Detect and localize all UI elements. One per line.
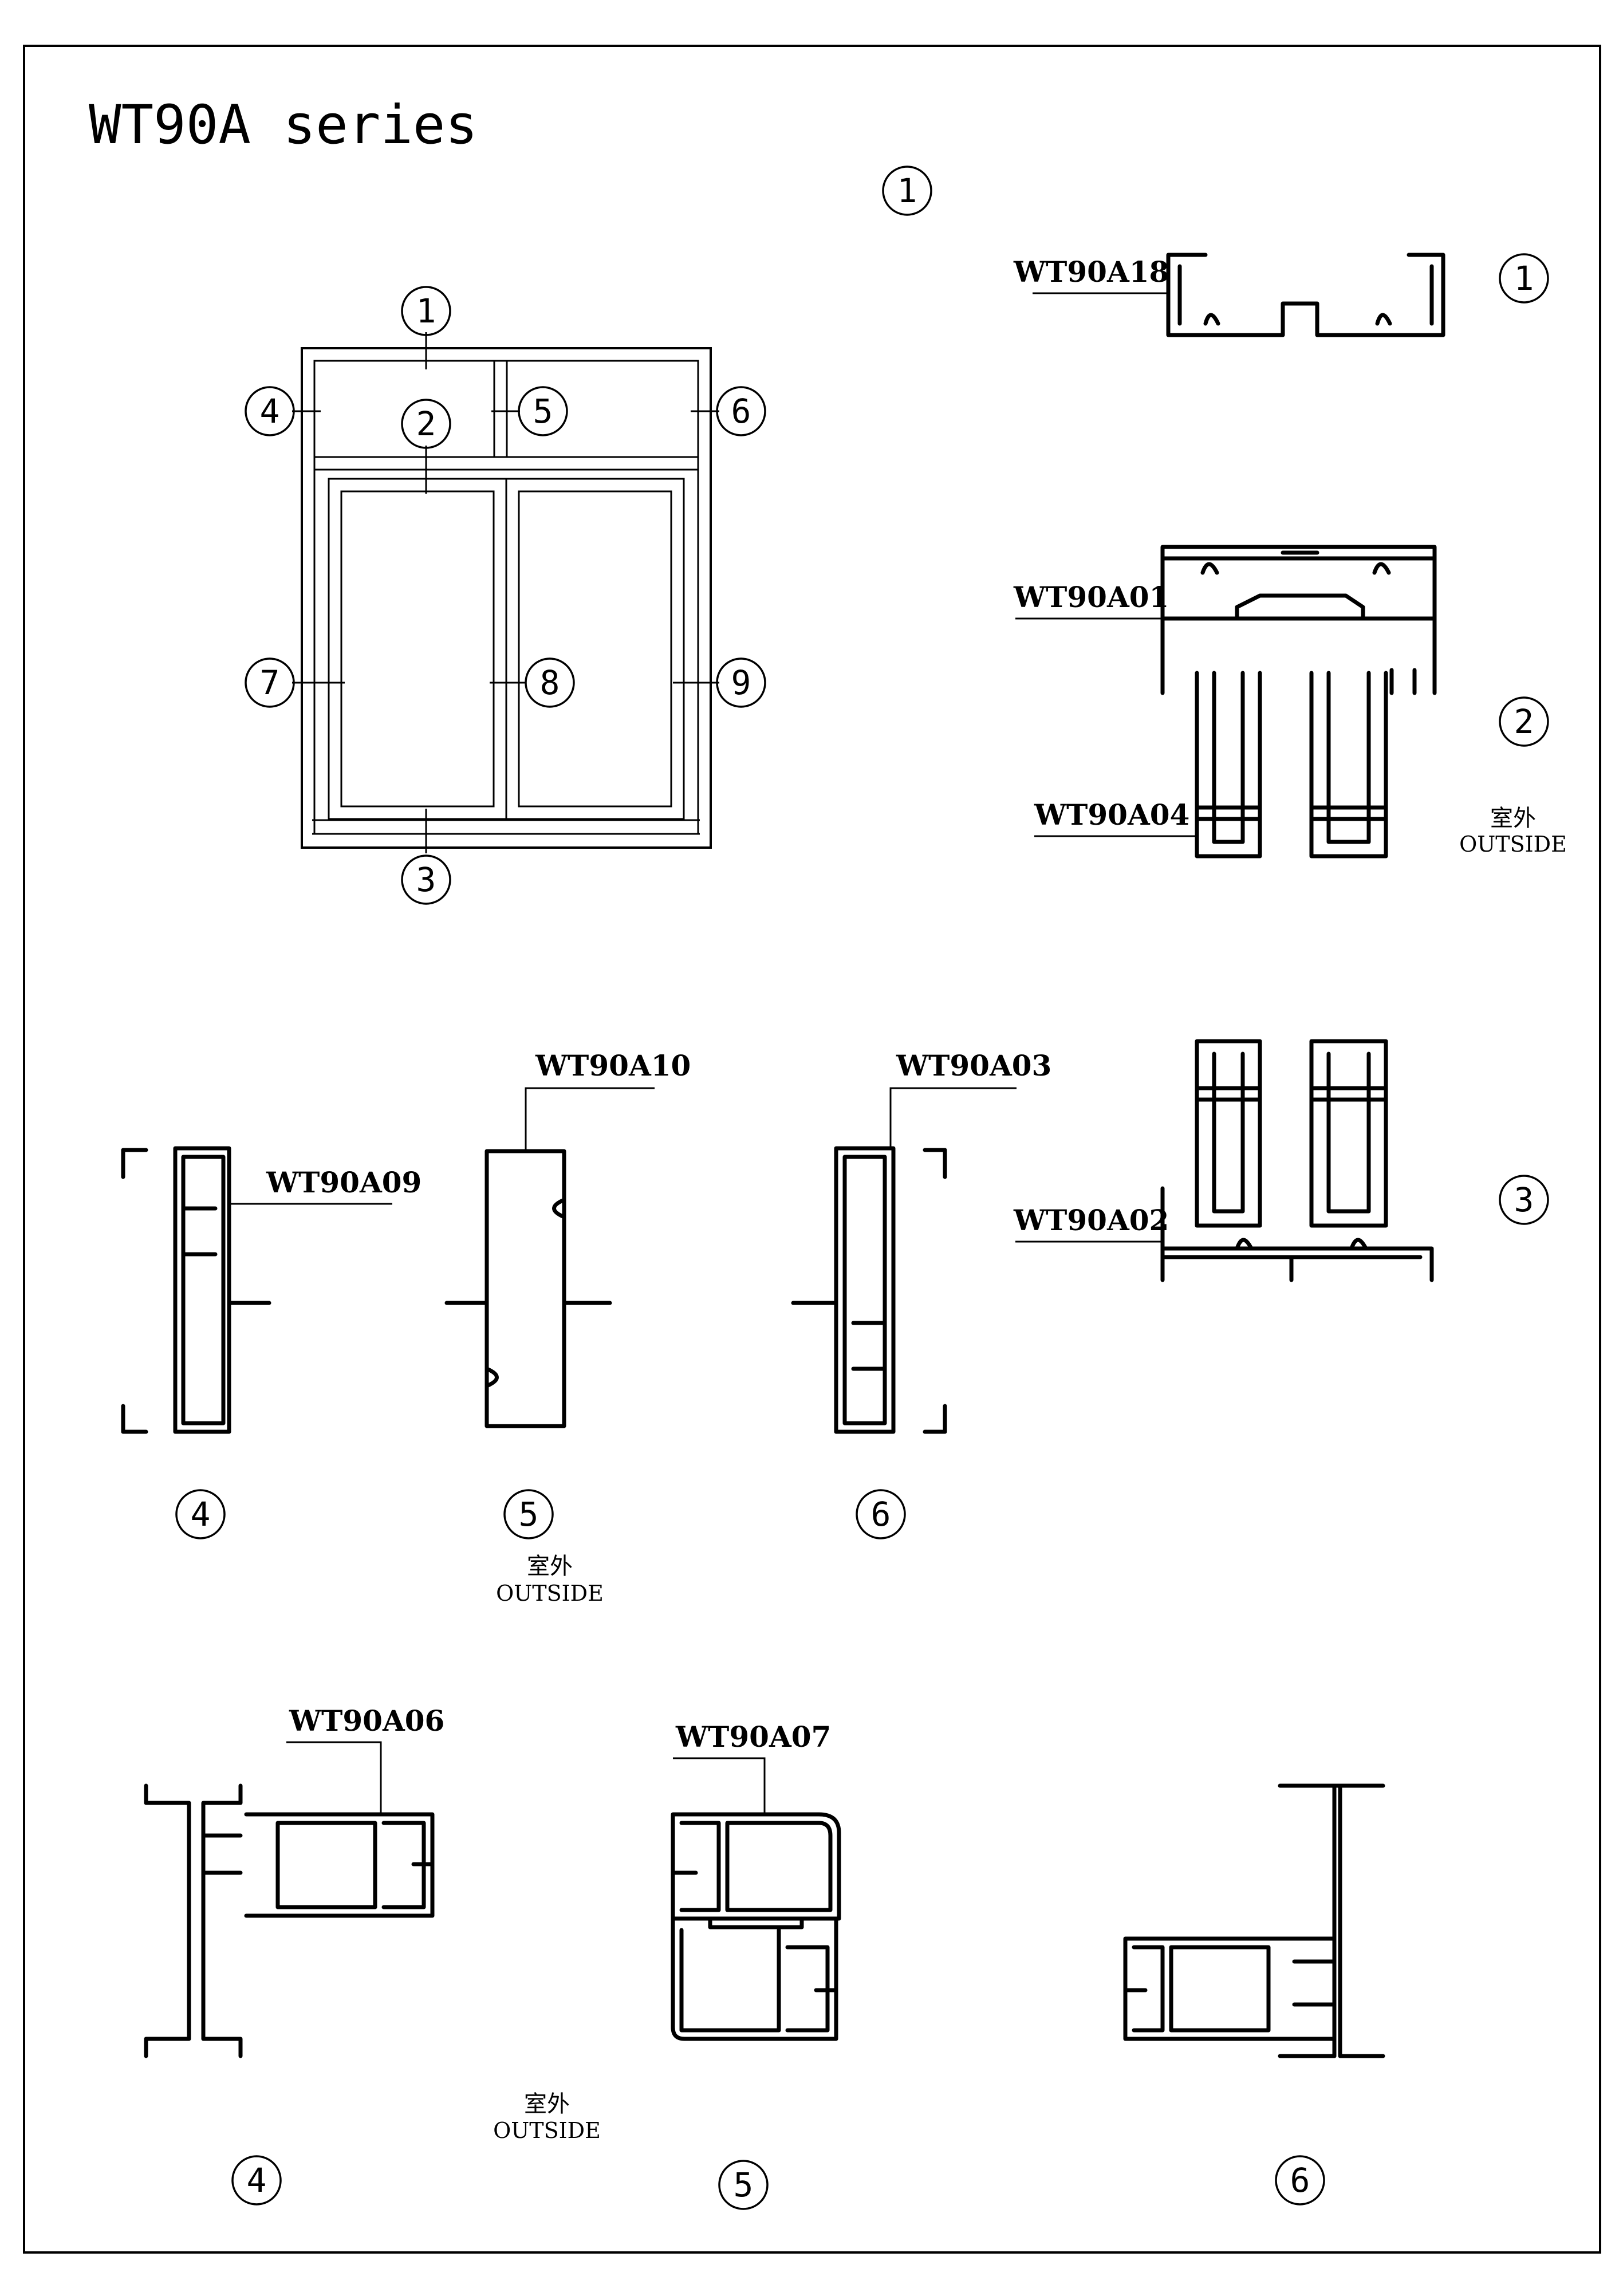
bottom-4-profile (144, 1741, 435, 2058)
outside-label-cn-2: 室外 (1490, 805, 1536, 832)
bottom-5-profile (671, 1757, 841, 2041)
marker-6: 6 (716, 386, 766, 436)
svg-text:1: 1 (416, 292, 436, 330)
outside-label-cn-b5: 室外 (524, 2091, 570, 2117)
section-2-profile (1015, 545, 1437, 858)
bottom-4-number: 4 (231, 2155, 282, 2206)
svg-text:3: 3 (1514, 1180, 1534, 1219)
section-1-number: 1 (1499, 253, 1549, 304)
section-6-profile (791, 1087, 1017, 1434)
outside-label-en-5: OUTSIDE (496, 1581, 604, 1606)
bottom-6-number: 6 (1275, 2155, 1325, 2206)
svg-text:9: 9 (731, 663, 751, 702)
marker-8: 8 (525, 657, 575, 708)
section-3-profile (1015, 1039, 1434, 1282)
marker-1: 1 (401, 286, 451, 336)
svg-text:4: 4 (191, 1495, 211, 1534)
section-4-number: 4 (175, 1489, 226, 1539)
bottom-6-profile (1123, 1783, 1385, 2058)
svg-text:6: 6 (731, 392, 751, 431)
sheet-border (23, 45, 1601, 2254)
marker-3: 3 (401, 854, 451, 905)
svg-text:5: 5 (519, 1495, 539, 1534)
marker-9: 9 (716, 657, 766, 708)
section-5-number: 5 (503, 1489, 554, 1539)
section-4-profile (121, 1146, 392, 1434)
svg-text:6: 6 (871, 1495, 891, 1534)
svg-text:4: 4 (260, 392, 280, 431)
profile-label-wt90a10: WT90A10 (535, 1049, 691, 1082)
profile-label-wt90a03: WT90A03 (896, 1049, 1051, 1082)
profile-label-wt90a01: WT90A01 (1013, 580, 1169, 614)
svg-text:2: 2 (1514, 702, 1534, 741)
outside-label-en-b5: OUTSIDE (493, 2118, 601, 2143)
profile-label-wt90a02: WT90A02 (1013, 1203, 1169, 1237)
section-3-number: 3 (1499, 1175, 1549, 1225)
marker-7: 7 (245, 657, 295, 708)
profile-label-wt90a09: WT90A09 (266, 1165, 421, 1199)
top-marker: 1 (882, 166, 932, 216)
svg-text:2: 2 (416, 404, 436, 443)
section-1-profile (1033, 253, 1445, 337)
section-5-profile (444, 1087, 655, 1428)
svg-text:5: 5 (734, 2165, 754, 2204)
svg-text:8: 8 (540, 663, 560, 702)
marker-2: 2 (401, 399, 451, 449)
outside-label-en-2: OUTSIDE (1459, 832, 1567, 857)
marker-5: 5 (518, 386, 568, 436)
section-6-number: 6 (856, 1489, 906, 1539)
svg-text:1: 1 (897, 171, 917, 210)
marker-4: 4 (245, 386, 295, 436)
section-2-number: 2 (1499, 696, 1549, 747)
profile-label-wt90a18: WT90A18 (1013, 255, 1169, 289)
svg-text:4: 4 (247, 2161, 267, 2200)
svg-text:6: 6 (1290, 2161, 1310, 2200)
drawing-title: WT90A series (89, 94, 478, 156)
svg-text:1: 1 (1514, 259, 1534, 298)
svg-text:7: 7 (260, 663, 280, 702)
profile-label-wt90a06: WT90A06 (289, 1704, 444, 1738)
window-elevation (292, 332, 719, 853)
bottom-5-number: 5 (718, 2160, 769, 2210)
outside-label-cn-5: 室外 (527, 1553, 573, 1580)
profile-label-wt90a04: WT90A04 (1034, 798, 1189, 832)
svg-text:3: 3 (416, 860, 436, 899)
svg-text:5: 5 (533, 392, 553, 431)
profile-label-wt90a07: WT90A07 (675, 1720, 831, 1754)
